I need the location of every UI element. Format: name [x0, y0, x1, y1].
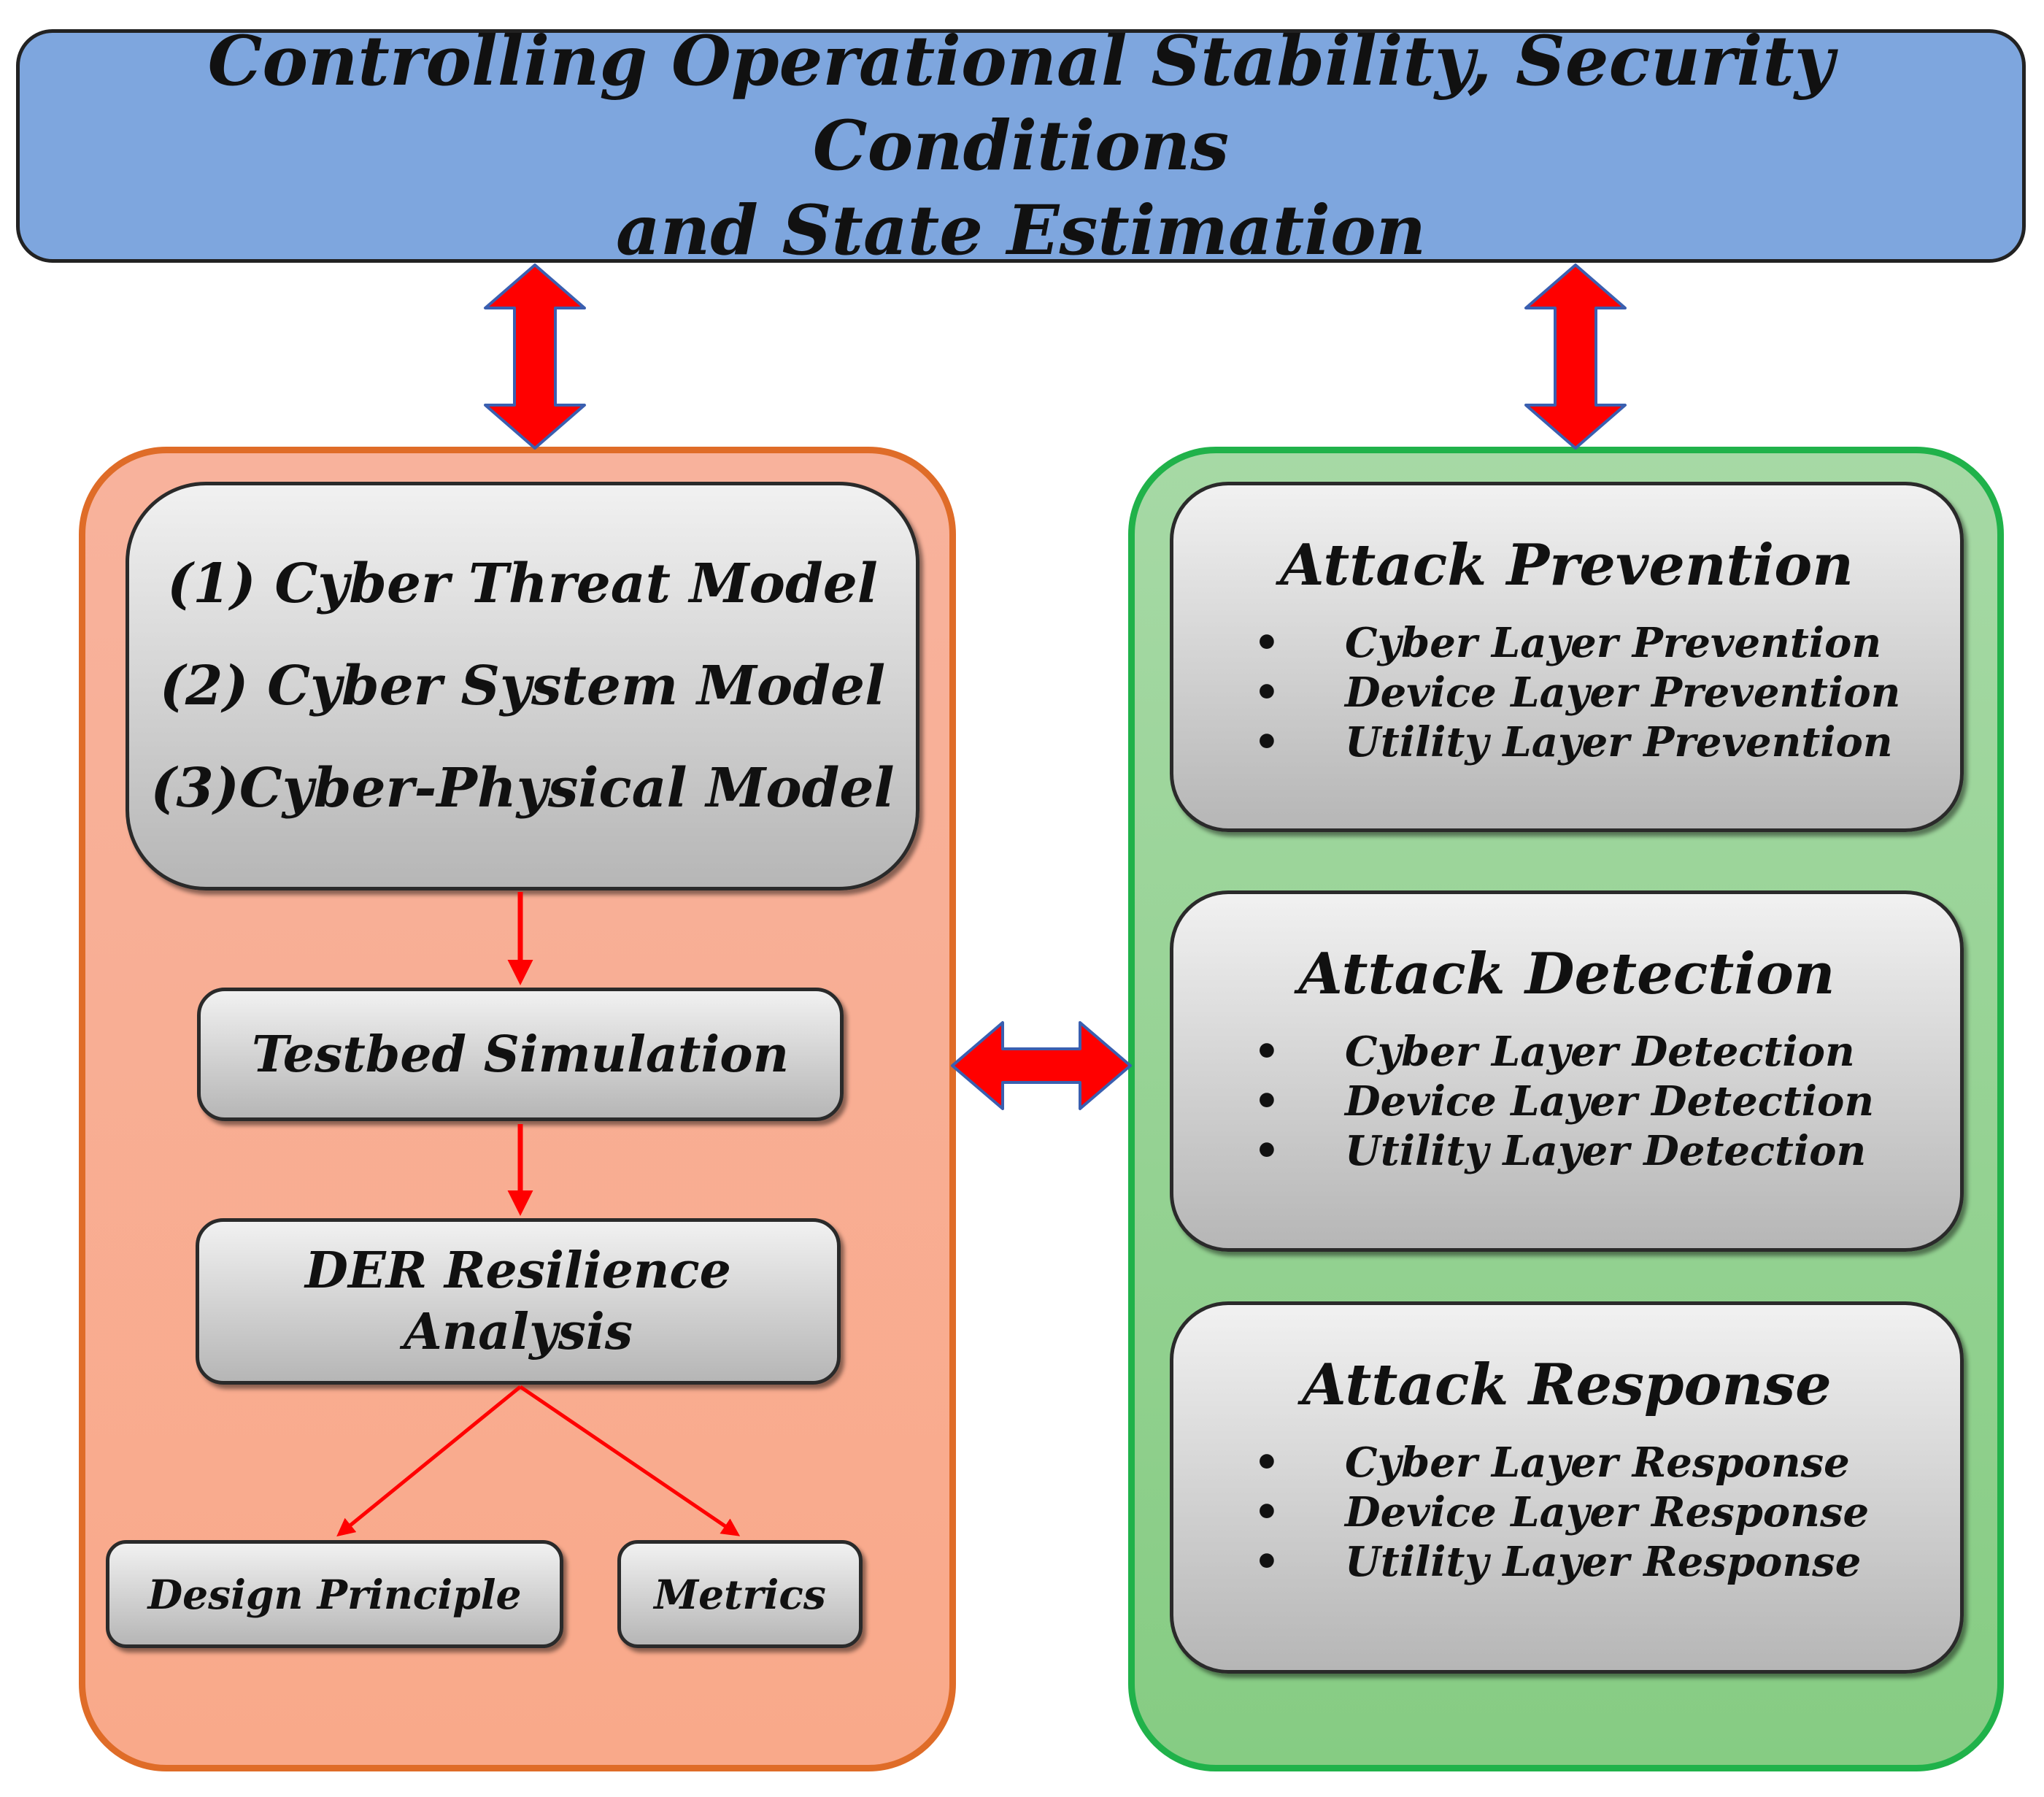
metrics-box: Metrics [617, 1540, 863, 1648]
list-item: •Cyber Layer Response [1254, 1439, 1850, 1487]
bullet-icon: • [1254, 669, 1280, 717]
attack-prevention-box: Attack Prevention •Cyber Layer Preventio… [1170, 482, 1964, 832]
bullet-icon: • [1254, 1028, 1280, 1076]
bullet-icon: • [1254, 619, 1280, 667]
list-item: •Utility Layer Prevention [1254, 718, 1893, 766]
der-line-1: DER Resilience [305, 1242, 731, 1300]
attack-detection-title: Attack Detection [1298, 941, 1835, 1007]
testbed-simulation-box: Testbed Simulation [197, 988, 844, 1121]
bullet-icon: • [1254, 1127, 1280, 1175]
double-arrow-icon [951, 1021, 1132, 1110]
list-item: •Cyber Layer Prevention [1254, 619, 1882, 667]
list-item: •Device Layer Prevention [1254, 669, 1901, 717]
attack-response-title: Attack Response [1302, 1352, 1832, 1418]
attack-response-box: Attack Response •Cyber Layer Response •D… [1170, 1301, 1964, 1674]
model-item: (1) Cyber Threat Model [167, 553, 878, 615]
arrow-down-icon [336, 1385, 522, 1537]
list-item: •Utility Layer Response [1254, 1538, 1862, 1586]
der-line-2: Analysis [403, 1303, 633, 1361]
bullet-icon: • [1254, 1488, 1280, 1536]
attack-detection-list: •Cyber Layer Detection •Device Layer Det… [1173, 1027, 1960, 1176]
attack-prevention-title: Attack Prevention [1280, 532, 1854, 599]
double-arrow-icon [1524, 263, 1627, 450]
attack-response-list: •Cyber Layer Response •Device Layer Resp… [1173, 1438, 1960, 1587]
list-item: •Cyber Layer Detection [1254, 1028, 1855, 1076]
der-resilience-box: DER Resilience Analysis [196, 1218, 841, 1385]
models-box: (1) Cyber Threat Model (2) Cyber System … [126, 482, 919, 890]
header-box: Controlling Operational Stability, Secur… [16, 21, 2026, 271]
header-title-line-2: and State Estimation [615, 191, 1427, 271]
double-arrow-icon [484, 263, 586, 450]
attack-detection-box: Attack Detection •Cyber Layer Detection … [1170, 890, 1964, 1252]
bullet-icon: • [1254, 1077, 1280, 1125]
bullet-icon: • [1254, 1538, 1280, 1586]
model-item: (2) Cyber System Model [159, 655, 886, 717]
list-item: •Utility Layer Detection [1254, 1127, 1867, 1175]
bullet-icon: • [1254, 718, 1280, 766]
list-item: •Device Layer Detection [1254, 1077, 1875, 1125]
model-item: (3)Cyber-Physical Model [150, 757, 895, 820]
list-item: •Device Layer Response [1254, 1488, 1870, 1536]
design-principle-box: Design Principle [106, 1540, 563, 1648]
arrow-down-icon [519, 1385, 741, 1536]
bullet-icon: • [1254, 1439, 1280, 1487]
header-title-line-1: Controlling Operational Stability, Secur… [207, 21, 1835, 186]
attack-prevention-list: •Cyber Layer Prevention •Device Layer Pr… [1173, 618, 1960, 767]
